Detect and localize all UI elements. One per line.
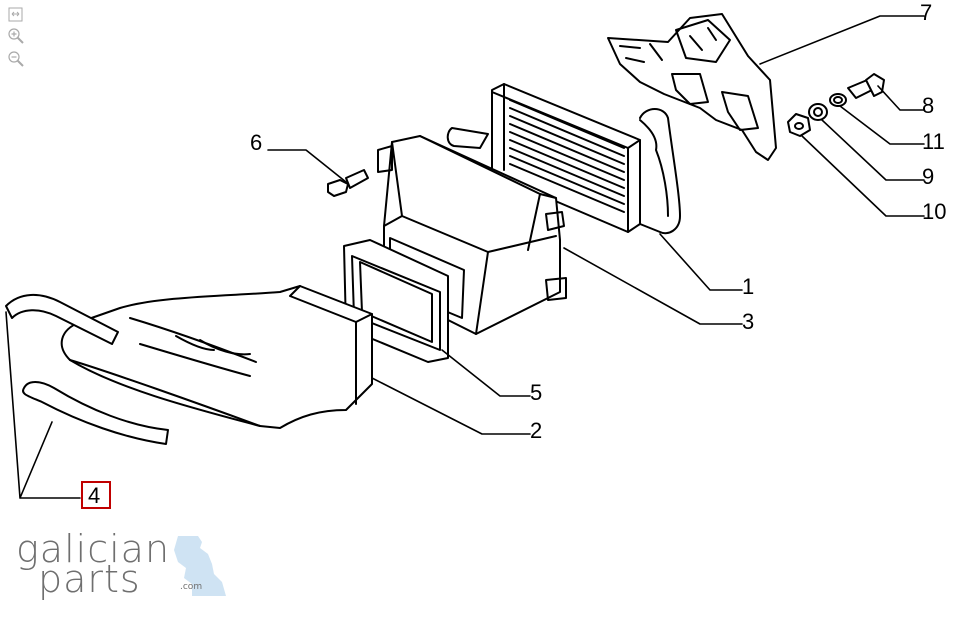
svg-text:9: 9 xyxy=(922,164,934,189)
callout-7[interactable]: 7 xyxy=(920,0,932,25)
logo-text-line1: galician xyxy=(16,527,171,571)
zoom-in-button[interactable] xyxy=(6,27,26,45)
part-bracket[interactable] xyxy=(607,13,777,161)
fit-screen-button[interactable] xyxy=(6,6,26,24)
map-shape-icon xyxy=(174,536,226,596)
part-bolt-6[interactable] xyxy=(327,169,369,197)
svg-text:6: 6 xyxy=(250,130,262,155)
part-washer-9[interactable] xyxy=(808,103,828,121)
part-bolt-8[interactable] xyxy=(847,73,885,99)
callout-10[interactable]: 10 xyxy=(922,199,946,224)
callout-9[interactable]: 9 xyxy=(922,164,934,189)
leader-3 xyxy=(563,247,743,325)
leader-6 xyxy=(267,149,347,183)
callout-3[interactable]: 3 xyxy=(742,309,754,334)
fit-screen-icon xyxy=(8,7,23,22)
callout-6[interactable]: 6 xyxy=(250,130,262,155)
leader-2 xyxy=(371,377,531,435)
galician-parts-logo[interactable]: galician parts .com xyxy=(12,530,226,604)
leader-5 xyxy=(441,349,531,397)
callout-1[interactable]: 1 xyxy=(742,274,754,299)
leader-1 xyxy=(659,233,743,291)
leader-8 xyxy=(877,85,925,111)
leader-9 xyxy=(821,119,925,181)
part-hoses[interactable] xyxy=(5,294,169,445)
svg-text:3: 3 xyxy=(742,309,754,334)
zoom-out-button[interactable] xyxy=(6,50,26,68)
selected-callout-highlight xyxy=(81,481,111,509)
logo-tld: .com xyxy=(180,582,203,592)
svg-text:7: 7 xyxy=(920,0,932,25)
callout-11[interactable]: 11 xyxy=(922,129,945,154)
logo-text-line2: parts xyxy=(38,557,141,601)
svg-text:5: 5 xyxy=(530,380,542,405)
svg-text:11: 11 xyxy=(922,129,945,154)
part-washer-11[interactable] xyxy=(829,93,847,107)
leader-7 xyxy=(759,15,925,65)
part-nut-10[interactable] xyxy=(787,113,811,137)
svg-text:10: 10 xyxy=(922,199,946,224)
svg-text:1: 1 xyxy=(742,274,754,299)
svg-text:4: 4 xyxy=(88,483,100,508)
leader-10 xyxy=(801,135,925,217)
leader-4 xyxy=(5,311,81,499)
svg-text:8: 8 xyxy=(922,93,934,118)
callout-8[interactable]: 8 xyxy=(922,93,934,118)
leader-11 xyxy=(839,105,925,145)
svg-text:2: 2 xyxy=(530,418,542,443)
callout-5[interactable]: 5 xyxy=(530,380,542,405)
callout-2[interactable]: 2 xyxy=(530,418,542,443)
callout-4[interactable]: 4 xyxy=(81,481,111,509)
zoom-in-icon xyxy=(8,28,24,44)
zoom-out-icon xyxy=(8,51,24,67)
part-duct[interactable] xyxy=(60,285,373,429)
